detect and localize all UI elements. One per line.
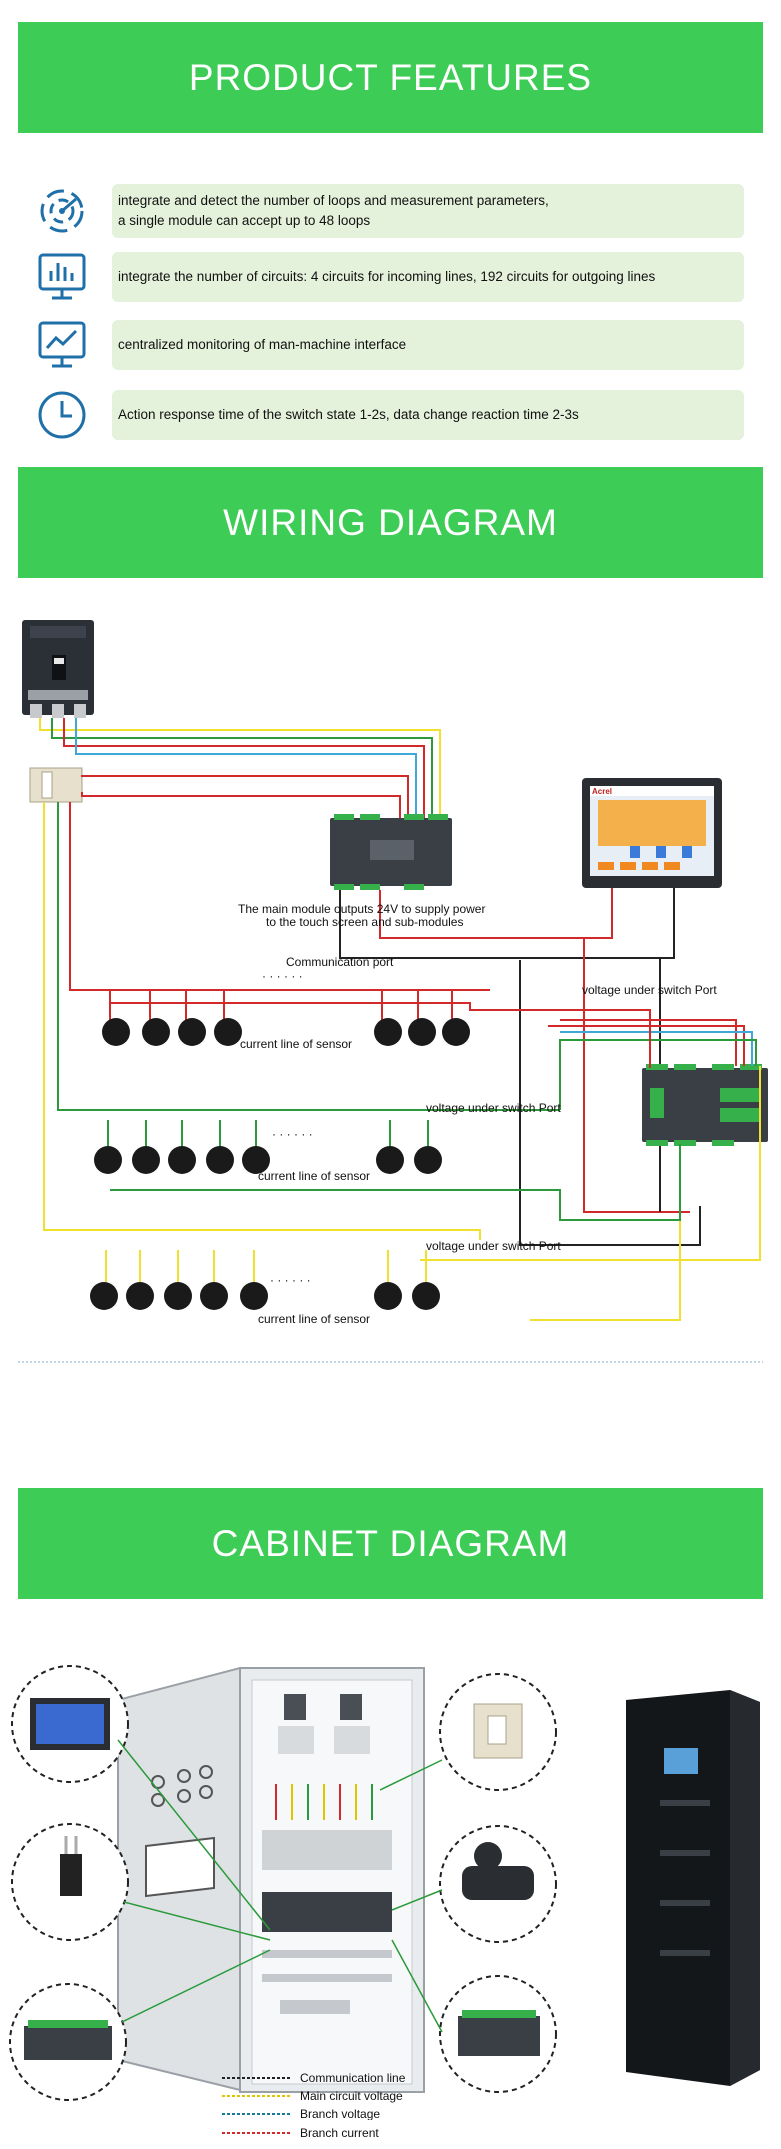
- main-module-note-1: The main module outputs 24V to supply po…: [238, 902, 485, 916]
- comm-port-label: Communication port: [286, 955, 394, 969]
- cabinet-legend-last: Branch current: [222, 2126, 379, 2140]
- feature-text-box: centralized monitoring of man-machine in…: [112, 320, 744, 370]
- sensor-row: [262, 1892, 392, 1932]
- hmi-callout: [11, 1665, 129, 1783]
- cabinet-legend: Communication line Main circuit voltage …: [222, 2071, 406, 2120]
- main-module: [330, 814, 452, 890]
- cabinet-title: CABINET DIAGRAM: [211, 1522, 570, 1564]
- feature-text: a single module can accept up to 48 loop…: [118, 213, 371, 228]
- feature-item: centralized monitoring of man-machine in…: [34, 320, 744, 370]
- main-module-note-2: to the touch screen and sub-modules: [266, 915, 463, 929]
- feature-text: integrate the number of circuits: 4 circ…: [118, 269, 656, 284]
- sensor-row-3: [90, 1250, 440, 1310]
- breaker-1: [284, 1694, 306, 1720]
- legend-label: Branch voltage: [300, 2107, 380, 2120]
- feature-text-box: Action response time of the switch state…: [112, 390, 744, 440]
- features-banner: PRODUCT FEATURES: [18, 22, 763, 133]
- feature-item: integrate the number of circuits: 4 circ…: [34, 252, 744, 302]
- touch-screen: Acrel: [582, 778, 722, 888]
- sensor-row-1: [102, 990, 470, 1046]
- dots-1: · · · · · ·: [262, 969, 303, 983]
- wiring-banner: WIRING DIAGRAM: [18, 467, 763, 578]
- feature-text: centralized monitoring of man-machine in…: [118, 337, 407, 352]
- cabinet-diagram: Communication line Main circuit voltage …: [9, 1665, 760, 2120]
- voltage-port-label-2: voltage under switch Port: [426, 1101, 561, 1115]
- legend-label: Main circuit voltage: [300, 2089, 403, 2103]
- feature-text-box: integrate the number of circuits: 4 circ…: [112, 252, 744, 302]
- clock-icon: [38, 391, 86, 439]
- legend-label: Communication line: [300, 2071, 406, 2085]
- legend-label: Branch current: [300, 2126, 379, 2140]
- sensor-signal-icon: [40, 189, 84, 233]
- voltage-port-label-1: voltage under switch Port: [582, 983, 717, 997]
- features-title: PRODUCT FEATURES: [188, 56, 593, 98]
- wiring-title: WIRING DIAGRAM: [223, 501, 558, 543]
- trend-monitor-icon: [38, 321, 86, 368]
- hmi-brand: Acrel: [592, 787, 612, 796]
- branch-wires: [275, 1784, 373, 1820]
- sensor-label-1: current line of sensor: [240, 1037, 352, 1051]
- feature-item: integrate and detect the number of loops…: [34, 184, 744, 238]
- cabinet-banner: CABINET DIAGRAM: [18, 1488, 763, 1599]
- circuit-breaker: [22, 620, 94, 718]
- module-callout-right: [439, 1975, 557, 2093]
- ct-callout: [439, 1673, 557, 1791]
- feature-item: Action response time of the switch state…: [34, 390, 744, 440]
- module-callout-left: [9, 1983, 127, 2101]
- dots-2: · · · · · ·: [272, 1127, 313, 1141]
- sensor-label-3: current line of sensor: [258, 1312, 370, 1326]
- callout-lines: [117, 1739, 443, 2033]
- sub-module: [642, 1064, 768, 1146]
- breaker-2: [340, 1694, 362, 1720]
- feature-text: Action response time of the switch state…: [118, 407, 579, 422]
- door-holes: [151, 1765, 213, 1807]
- feature-text: integrate and detect the number of loops…: [118, 193, 549, 208]
- voltage-port-label-3: voltage under switch Port: [426, 1239, 561, 1253]
- dots-3: · · · · · ·: [270, 1273, 311, 1287]
- door-window: [145, 1836, 215, 1898]
- bar-chart-monitor-icon: [38, 253, 86, 300]
- split-ct-callout: [439, 1825, 557, 1943]
- feature-text-box: integrate and detect the number of loops…: [112, 184, 744, 238]
- breaker-row: [262, 1830, 392, 1870]
- sensor-row-2: [94, 1120, 442, 1174]
- tower-cabinet: [626, 1690, 760, 2086]
- wiring-diagram: Acrel: [18, 620, 768, 1363]
- connector-callout: [11, 1823, 129, 1941]
- sensor-label-2: current line of sensor: [258, 1169, 370, 1183]
- main-current-transformer: [29, 767, 83, 803]
